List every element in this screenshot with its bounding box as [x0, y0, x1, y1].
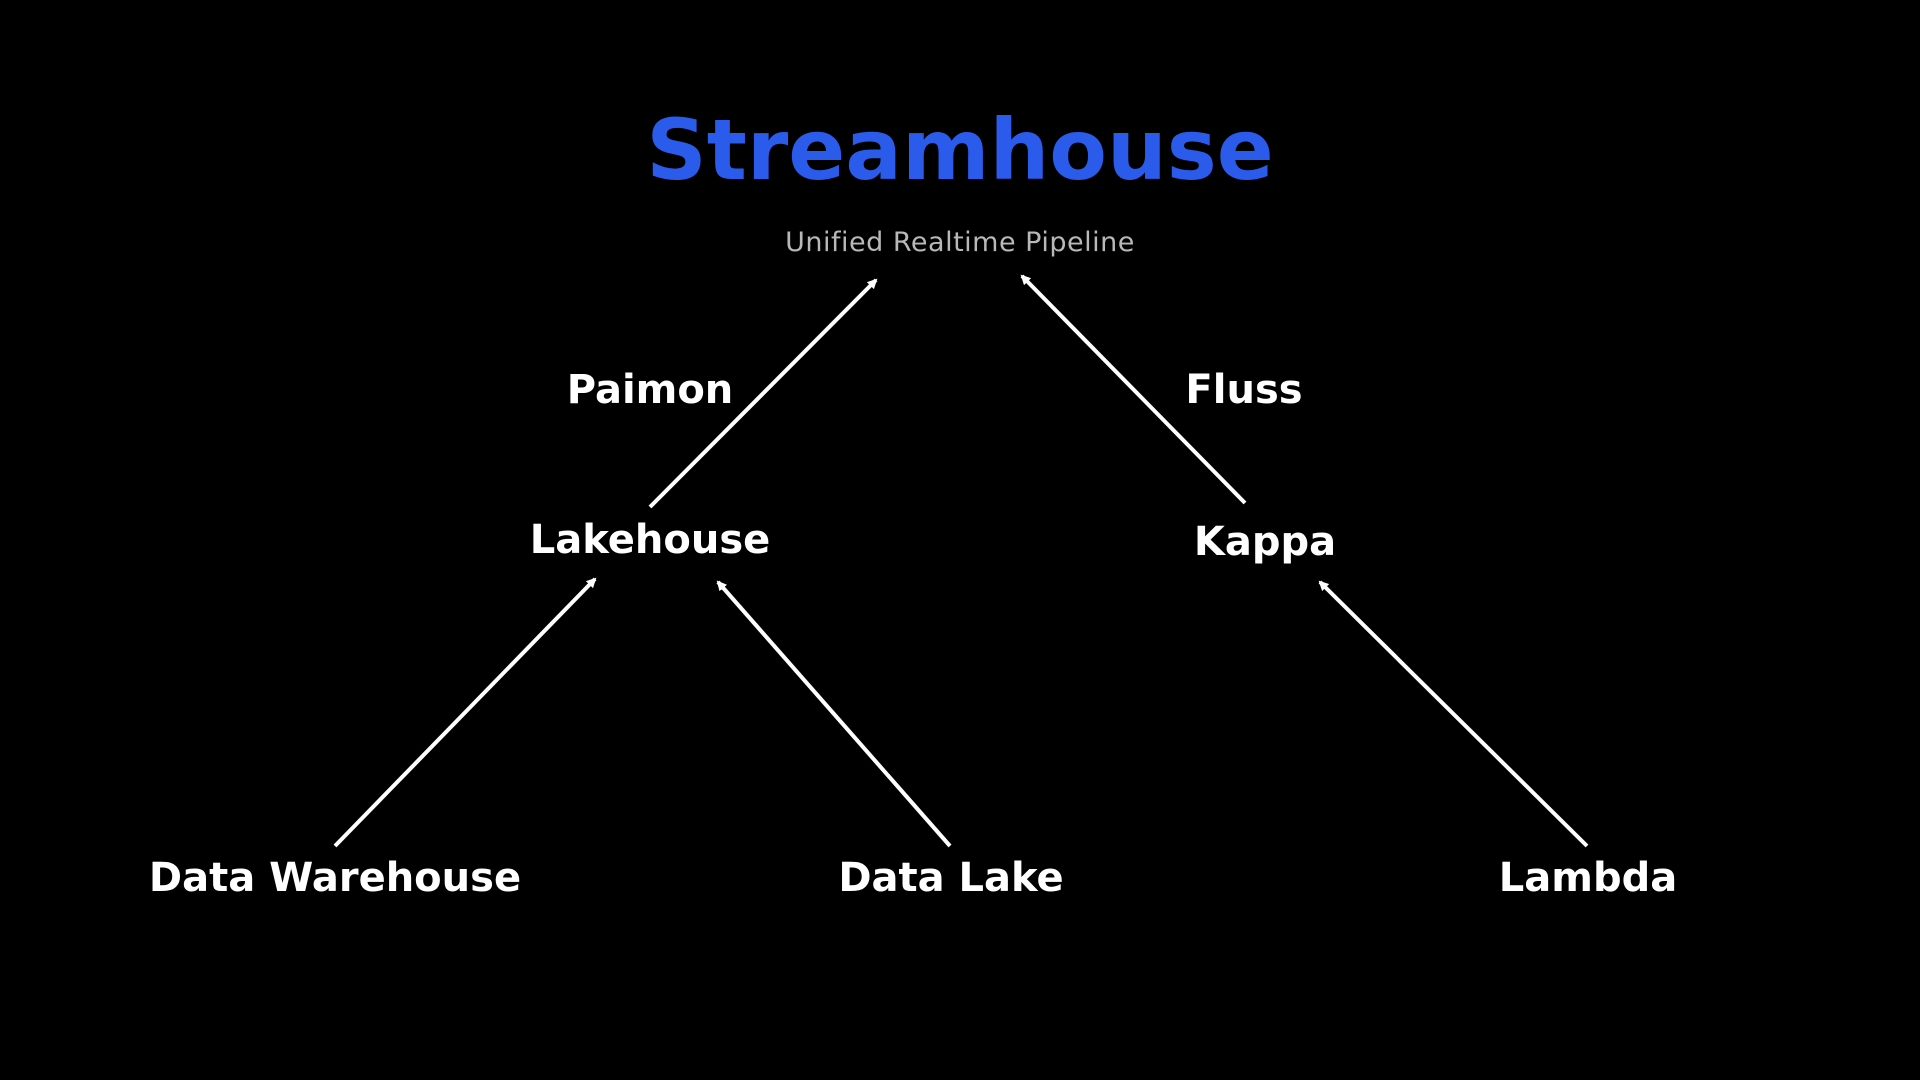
diagram-subtitle: Unified Realtime Pipeline [785, 227, 1135, 258]
edge-label-fluss: Fluss [1185, 367, 1303, 413]
arrow-lambda-to-kappa [1318, 580, 1589, 848]
arrow-data-warehouse-to-lakehouse [333, 577, 597, 848]
edge-label-paimon: Paimon [566, 367, 734, 413]
arrow-kappa-to-streamhouse [1020, 274, 1247, 505]
arrow-data-lake-to-lakehouse [716, 580, 952, 848]
node-data-warehouse: Data Warehouse [148, 855, 522, 901]
arrow-lakehouse-to-streamhouse [648, 278, 878, 509]
node-data-lake: Data Lake [838, 855, 1064, 901]
node-lakehouse: Lakehouse [529, 517, 771, 563]
diagram-title: Streamhouse [646, 101, 1274, 199]
node-lambda: Lambda [1498, 855, 1678, 901]
node-kappa: Kappa [1193, 519, 1337, 565]
